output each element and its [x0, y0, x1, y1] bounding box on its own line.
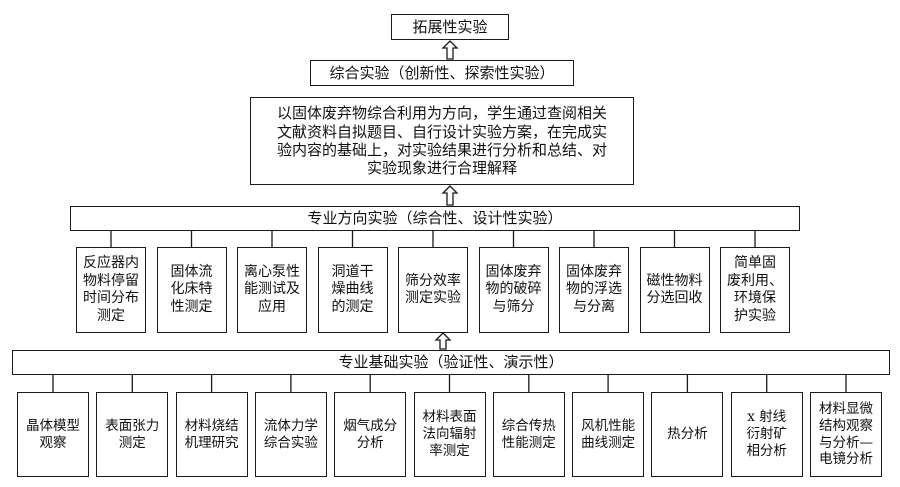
basic-experiment-box: 热分析: [651, 392, 724, 477]
basic-experiment-label: 晶体模型 观察: [26, 417, 80, 451]
basic-experiment-label: 材料表面 法向辐射 率测定: [422, 409, 477, 459]
direction-experiment-box: 固体废弃 物的浮选 与分离: [559, 247, 629, 333]
basic-experiment-label: x 射线 衍射矿 相分析: [746, 409, 787, 459]
professional-basic-header: 专业基础实验（验证性、演示性）: [12, 350, 890, 375]
professional-direction-title: 专业方向实验（综合性、设计性实验）: [307, 209, 563, 228]
direction-experiment-label: 筛分效率 测定实验: [405, 272, 461, 307]
expansion-experiment-label: 拓展性实验: [412, 17, 488, 36]
expansion-experiment-box: 拓展性实验: [391, 14, 509, 40]
direction-experiment-label: 固体废弃 物的浮选 与分离: [566, 263, 622, 315]
basic-experiment-box: 材料显微 结构观察 与分析— 电镜分析: [810, 392, 882, 477]
direction-experiment-label: 洞道干 燥曲线 的测定: [331, 263, 374, 315]
direction-experiment-box: 反应器内 物料停留 时间分布 测定: [76, 247, 146, 333]
basic-experiment-box: 材料烧结 机理研究: [175, 392, 248, 477]
up-arrow-icon: [441, 185, 459, 206]
basic-experiment-label: 风机性能 曲线测定: [581, 417, 636, 451]
direction-experiment-label: 反应器内 物料停留 时间分布 测定: [83, 255, 139, 324]
comprehensive-description-box: 以固体废弃物综合利用为方向，学生通过查阅相关 文献资料自拟题目、自行设计实验方案…: [250, 97, 634, 185]
direction-experiment-box: 固体流 化床特 性测定: [156, 247, 227, 333]
direction-experiment-label: 离心泵性 能测试及 应用: [244, 263, 300, 315]
direction-experiment-box: 固体废弃 物的破碎 与筛分: [478, 247, 549, 333]
direction-experiment-box: 洞道干 燥曲线 的测定: [317, 247, 388, 333]
professional-basic-title: 专业基础实验（验证性、演示性）: [338, 353, 564, 372]
comprehensive-description: 以固体废弃物综合利用为方向，学生通过查阅相关 文献资料自拟题目、自行设计实验方案…: [276, 104, 607, 178]
direction-experiment-label: 磁性物料 分选回收: [646, 272, 703, 307]
comprehensive-experiment-title: 综合实验（创新性、探索性实验）: [329, 63, 555, 82]
up-arrow-icon: [434, 332, 452, 350]
basic-experiment-box: 风机性能 曲线测定: [572, 392, 645, 477]
basic-experiment-box: 材料表面 法向辐射 率测定: [413, 392, 486, 477]
basic-experiment-label: 材料烧结 机理研究: [184, 417, 239, 451]
basic-experiment-box: 烟气成分 分析: [334, 392, 407, 477]
basic-experiment-box: 表面张力 测定: [96, 392, 169, 477]
direction-experiment-box: 筛分效率 测定实验: [398, 247, 468, 333]
basic-experiment-box: x 射线 衍射矿 相分析: [730, 392, 803, 477]
direction-experiment-label: 简单固 废利用、 环境保 护实验: [727, 255, 783, 324]
basic-experiment-label: 流体力学 综合实验: [263, 417, 318, 451]
basic-experiment-label: 材料显微 结构观察 与分析— 电镜分析: [819, 400, 873, 468]
comprehensive-experiment-box: 综合实验（创新性、探索性实验）: [310, 60, 574, 86]
basic-experiment-label: 热分析: [667, 426, 708, 443]
basic-experiment-box: 综合传热 性能测定: [492, 392, 565, 477]
basic-experiment-label: 综合传热 性能测定: [501, 417, 556, 451]
direction-experiment-box: 磁性物料 分选回收: [639, 247, 710, 333]
basic-experiment-box: 晶体模型 观察: [17, 392, 89, 477]
basic-experiment-label: 烟气成分 分析: [343, 417, 398, 451]
direction-experiment-label: 固体废弃 物的破碎 与筛分: [485, 263, 542, 315]
professional-direction-header: 专业方向实验（综合性、设计性实验）: [70, 206, 800, 231]
direction-experiment-label: 固体流 化床特 性测定: [170, 263, 213, 315]
direction-experiment-box: 简单固 废利用、 环境保 护实验: [720, 247, 790, 333]
basic-experiment-label: 表面张力 测定: [105, 417, 160, 451]
direction-experiment-box: 离心泵性 能测试及 应用: [237, 247, 307, 333]
up-arrow-icon: [441, 40, 459, 60]
basic-experiment-box: 流体力学 综合实验: [254, 392, 327, 477]
